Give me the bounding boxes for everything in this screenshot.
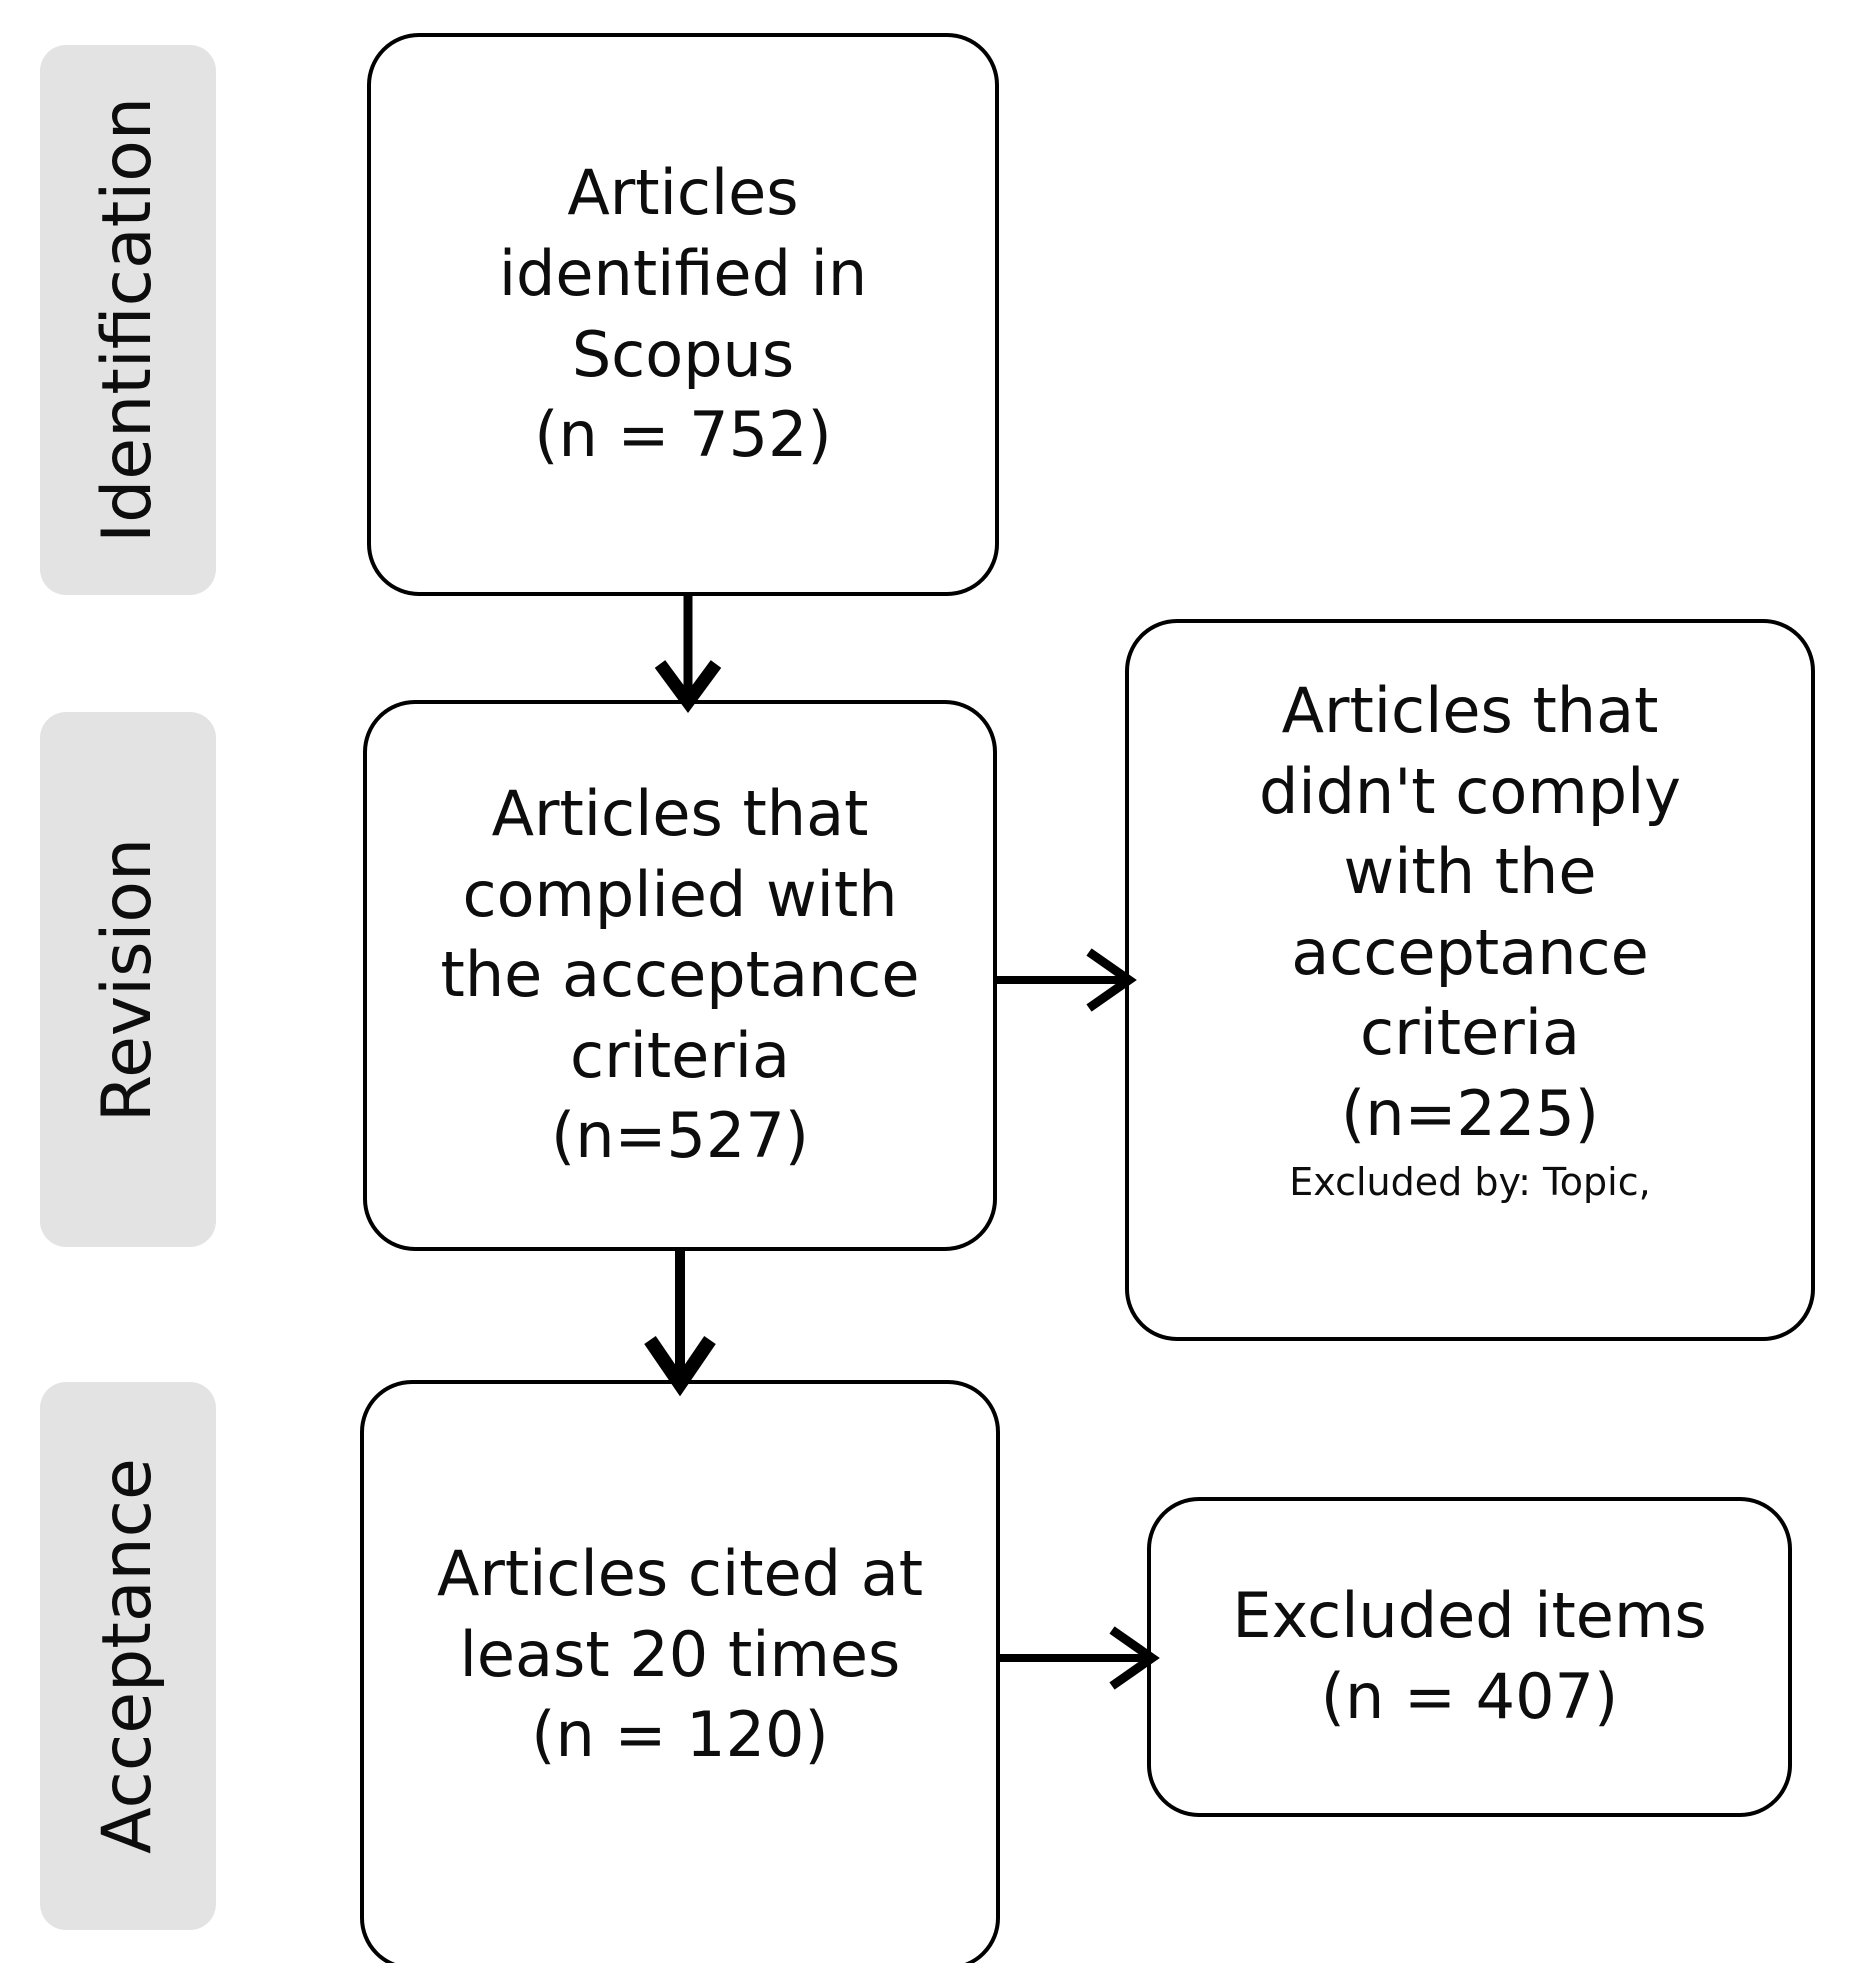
stage-label-revision: Revision [88,837,167,1122]
box-articles-cited: Articles cited at least 20 times (n = 12… [360,1380,1000,1963]
box-articles-complied: Articles that complied with the acceptan… [363,700,997,1251]
box-excluded-items-text: Excluded items (n = 407) [1232,1579,1707,1733]
stage-label-acceptance: Acceptance [88,1458,167,1854]
arrow-complied-to-cited [640,1248,720,1397]
box-articles-not-complied-text: Articles that didn't comply with the acc… [1259,674,1681,1150]
box-articles-cited-text: Articles cited at least 20 times (n = 12… [436,1537,924,1772]
box-articles-identified-text: Articles identified in Scopus (n = 752) [498,156,868,472]
box-articles-identified: Articles identified in Scopus (n = 752) [367,33,999,596]
arrow-cited-to-excluded-items [996,1618,1160,1698]
box-articles-not-complied-note: Excluded by: Topic, [1289,1159,1651,1204]
arrow-identified-to-complied [648,592,728,713]
stage-band-revision: Revision [40,712,216,1247]
stage-band-identification: Identification [40,45,216,595]
stage-label-identification: Identification [88,97,168,543]
box-articles-complied-text: Articles that complied with the acceptan… [440,777,920,1173]
box-articles-not-complied: Articles that didn't comply with the acc… [1125,619,1815,1341]
box-excluded-items: Excluded items (n = 407) [1147,1497,1792,1817]
stage-band-acceptance: Acceptance [40,1382,216,1930]
arrow-complied-to-not-complied [993,940,1137,1020]
